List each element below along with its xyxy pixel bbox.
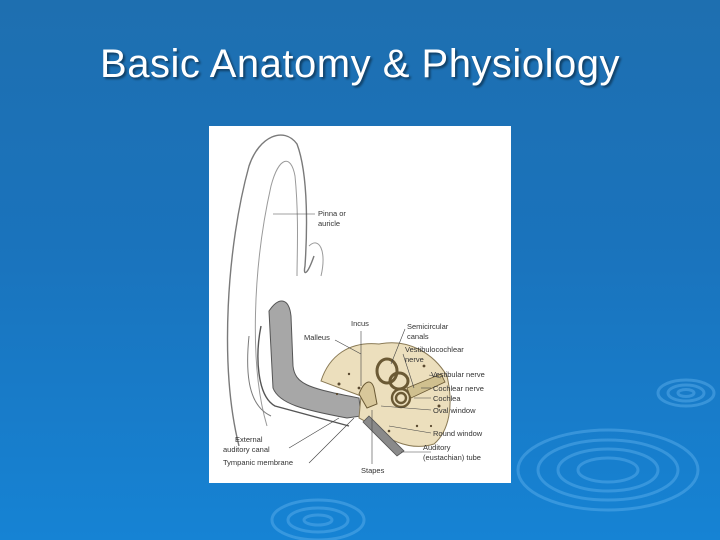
vestibulocochlear-nerve — [406, 373, 446, 399]
svg-text:Semicircular: Semicircular — [407, 322, 449, 331]
label-pinna-2: auricle — [318, 219, 340, 228]
label-pinna-1: Pinna or — [318, 209, 346, 218]
cochlea — [390, 387, 412, 409]
svg-text:nerve: nerve — [405, 355, 424, 364]
svg-text:Pinna or: Pinna or — [318, 209, 346, 218]
svg-text:(eustachian) tube: (eustachian) tube — [423, 453, 481, 462]
svg-text:auricle: auricle — [318, 219, 340, 228]
svg-text:Vestibulocochlear: Vestibulocochlear — [405, 345, 464, 354]
label-auditory-tube-2: (eustachian) tube — [423, 453, 481, 462]
label-tympanic-membrane: Tympanic membrane — [223, 458, 293, 467]
ear-anatomy-diagram: Pinna or auricle Malleus Incus Semicircu… — [209, 126, 511, 483]
slide-title: Basic Anatomy & Physiology — [100, 42, 620, 86]
svg-text:auditory canal: auditory canal — [223, 445, 270, 454]
label-external-canal-1: External — [235, 435, 263, 444]
label-stapes: Stapes — [361, 466, 385, 475]
label-semicircular-2: canals — [407, 332, 429, 341]
eustachian-tube — [362, 415, 405, 457]
svg-text:External: External — [235, 435, 263, 444]
label-cochlea: Cochlea — [433, 394, 461, 403]
label-cochlear-nerve: Cochlear nerve — [433, 384, 484, 393]
label-auditory-tube-1: Auditory — [423, 443, 451, 452]
label-incus: Incus — [351, 319, 369, 328]
label-external-canal-2: auditory canal — [223, 445, 270, 454]
pinna-outline — [226, 134, 315, 447]
label-vestibular-nerve: Vestibular nerve — [431, 370, 485, 379]
label-round-window: Round window — [433, 429, 483, 438]
label-malleus: Malleus — [304, 333, 330, 342]
label-oval-window: Oval window — [433, 406, 476, 415]
label-vestibulocochlear-2: nerve — [405, 355, 424, 364]
label-semicircular-1: Semicircular — [407, 322, 449, 331]
temporal-bone — [320, 342, 451, 447]
svg-text:Auditory: Auditory — [423, 443, 451, 452]
svg-text:canals: canals — [407, 332, 429, 341]
ossicles — [358, 381, 378, 409]
label-vestibulocochlear-1: Vestibulocochlear — [405, 345, 464, 354]
external-auditory-canal — [268, 300, 362, 419]
